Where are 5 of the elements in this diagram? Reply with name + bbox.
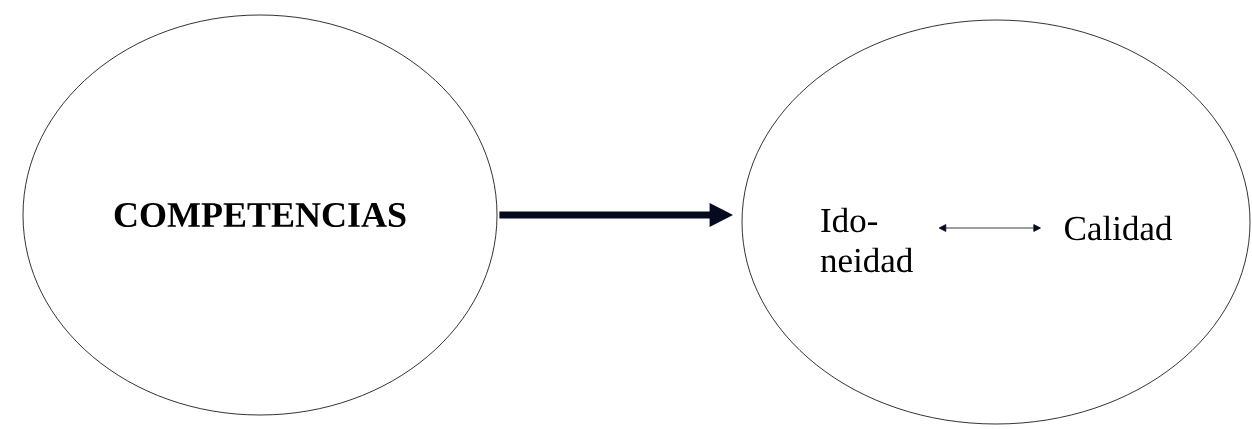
text-label: Ido- neidad (820, 207, 913, 273)
arrow (938, 224, 1041, 232)
ellipse-node: COMPETENCIAS (22, 14, 498, 416)
ellipse-shape (741, 19, 1251, 425)
text-label: Calidad (1065, 215, 1173, 241)
